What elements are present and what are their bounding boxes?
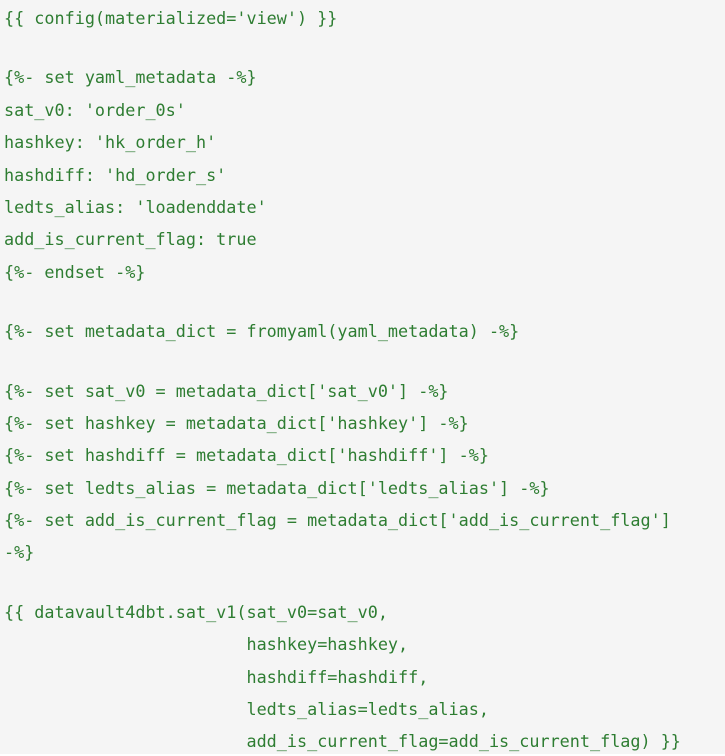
code-line: {%- set hashdiff = metadata_dict['hashdi…	[4, 445, 489, 466]
code-line: {{ config(materialized='view') }}	[4, 8, 338, 28]
code-line: hashdiff: 'hd_order_s'	[4, 164, 227, 185]
code-line: add_is_current_flag=add_is_current_flag)…	[4, 731, 681, 752]
code-line: sat_v0: 'order_0s'	[4, 99, 186, 120]
code-line: hashdiff=hashdiff,	[4, 666, 429, 687]
code-line-blank	[4, 34, 725, 61]
code-line-blank	[4, 569, 725, 596]
code-line: ledts_alias: 'loadenddate'	[4, 196, 267, 217]
code-line: hashkey=hashkey,	[4, 634, 409, 655]
code-line: ledts_alias=ledts_alias,	[4, 699, 489, 720]
code-line: {{ datavault4dbt.sat_v1(sat_v0=sat_v0,	[4, 601, 388, 622]
code-line: {%- set ledts_alias = metadata_dict['led…	[4, 477, 550, 498]
code-line-blank	[4, 348, 725, 375]
code-line: add_is_current_flag: true	[4, 229, 257, 250]
code-line-blank	[4, 288, 725, 315]
code-line: {%- set metadata_dict = fromyaml(yaml_me…	[4, 321, 520, 342]
code-line: {%- set yaml_metadata -%}	[4, 67, 257, 88]
code-line: {%- endset -%}	[4, 261, 146, 282]
code-line: -%}	[4, 542, 35, 563]
code-line: hashkey: 'hk_order_h'	[4, 132, 217, 153]
code-line: {%- set hashkey = metadata_dict['hashkey…	[4, 412, 469, 433]
code-line: {%- set add_is_current_flag = metadata_d…	[4, 510, 671, 531]
code-line: {%- set sat_v0 = metadata_dict['sat_v0']…	[4, 380, 449, 401]
